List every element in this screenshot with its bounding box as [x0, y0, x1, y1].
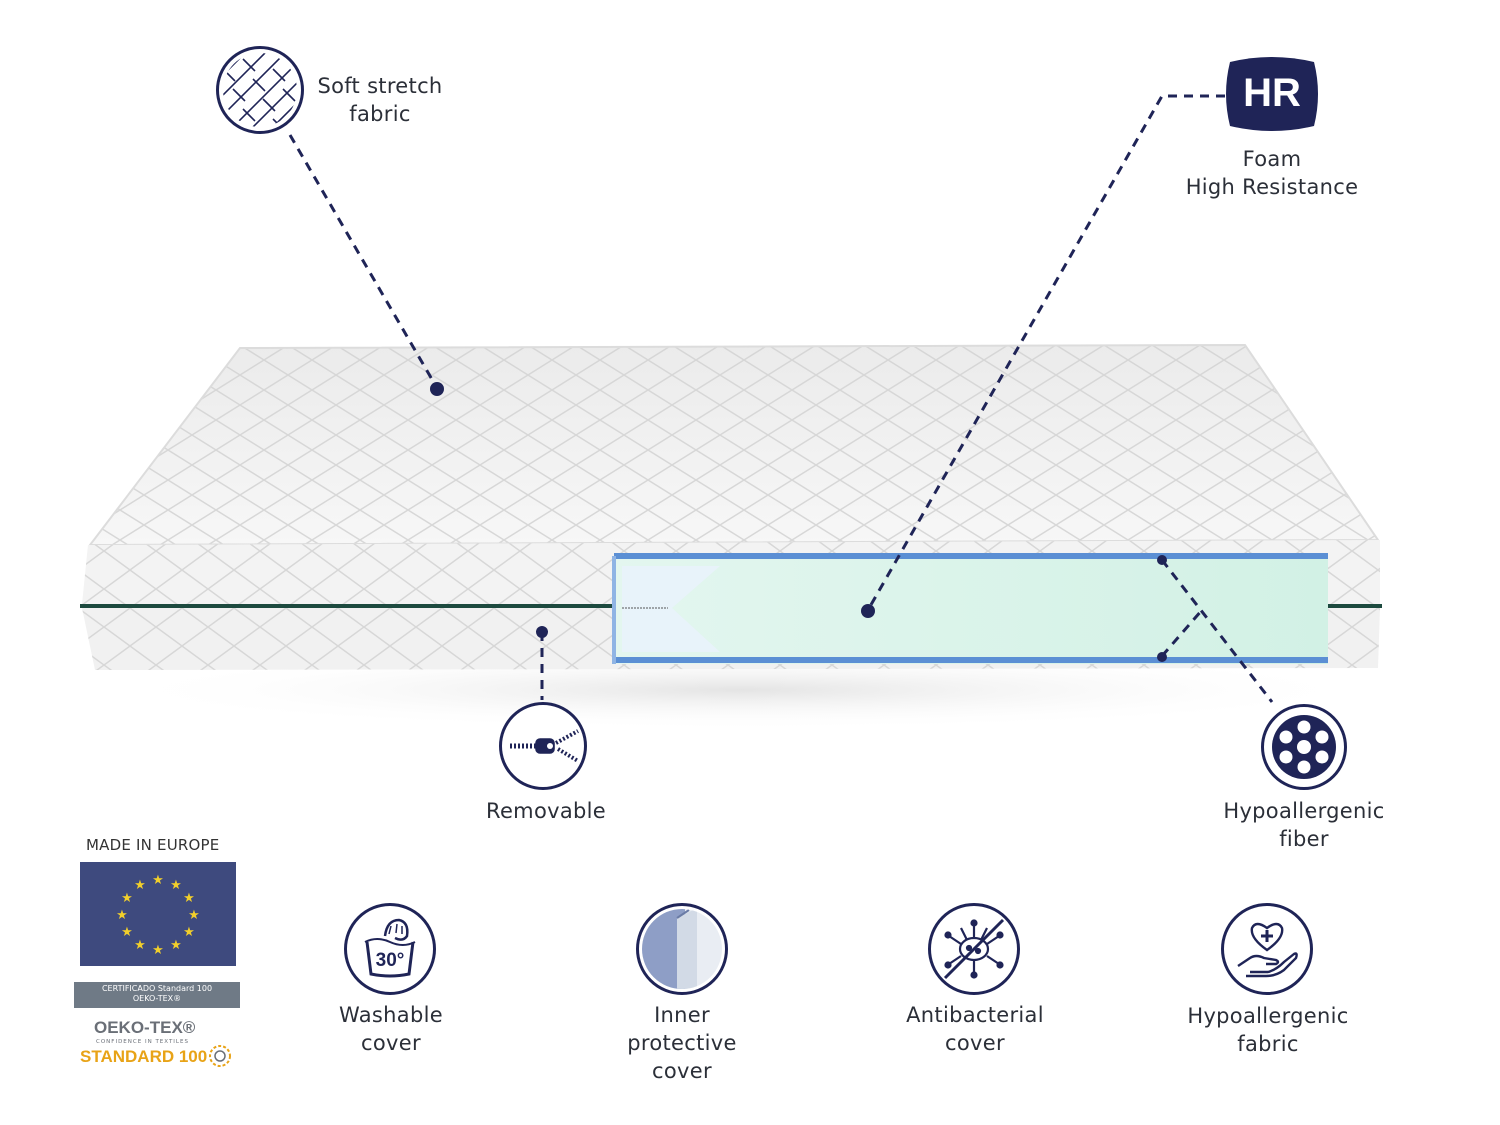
oeko-seal-icon	[208, 1044, 232, 1068]
hr-foam-line1: Foam	[1242, 147, 1302, 171]
svg-text:★: ★	[170, 938, 182, 953]
antibacterial-icon	[928, 903, 1020, 995]
hypo-fiber-line2: fiber	[1279, 827, 1329, 851]
cert-line1: CERTIFICADO Standard 100	[101, 984, 213, 993]
removable-label: Removable	[486, 799, 606, 823]
eu-flag-icon: ★★★ ★★★ ★★★ ★★★	[80, 862, 236, 966]
fiber-icon	[1261, 704, 1347, 790]
feature-antibacterial-line2: cover	[945, 1031, 1005, 1055]
svg-text:★: ★	[116, 908, 128, 923]
hypo-fiber-label: Hypoallergenic fiber	[1212, 797, 1396, 853]
feature-hypoallergenic-label: Hypoallergenic fabric	[1170, 1002, 1366, 1058]
hr-badge-text: HR	[1243, 71, 1301, 115]
svg-text:★: ★	[152, 943, 164, 958]
svg-text:★: ★	[134, 878, 146, 893]
feature-washable-label: Washable cover	[306, 1001, 476, 1057]
svg-text:★: ★	[183, 925, 195, 940]
soft-stretch-label: Soft stretch fabric	[300, 72, 460, 128]
made-in-europe-text: MADE IN EUROPE	[86, 836, 220, 854]
feature-hypoallergenic-line1: Hypoallergenic	[1187, 1004, 1349, 1028]
feature-inner-line2: protective	[627, 1031, 737, 1055]
svg-text:★: ★	[121, 925, 133, 940]
svg-text:★: ★	[188, 908, 200, 923]
hr-foam-label: Foam High Resistance	[1172, 145, 1372, 201]
soft-stretch-line1: Soft stretch	[317, 74, 443, 98]
svg-text:★: ★	[121, 891, 133, 906]
feature-washable-line2: cover	[361, 1031, 421, 1055]
wash-temp: 30°	[375, 950, 405, 971]
feature-inner-label: Inner protective cover	[597, 1001, 767, 1085]
svg-text:★: ★	[152, 873, 164, 888]
svg-text:★: ★	[170, 878, 182, 893]
feature-inner-line1: Inner	[654, 1003, 710, 1027]
feature-hypoallergenic-line2: fabric	[1237, 1032, 1299, 1056]
heart-hand-icon	[1221, 903, 1313, 995]
hypo-fiber-line1: Hypoallergenic	[1223, 799, 1385, 823]
feature-washable-line1: Washable	[339, 1003, 443, 1027]
certificate-ribbon: CERTIFICADO Standard 100 OEKO-TEX®	[74, 982, 240, 1008]
svg-text:★: ★	[183, 891, 195, 906]
soft-stretch-line2: fabric	[349, 102, 411, 126]
hr-foam-line2: High Resistance	[1185, 175, 1359, 199]
zipper-icon	[499, 702, 587, 790]
svg-text:★: ★	[134, 938, 146, 953]
fabric-weave-icon	[216, 46, 304, 134]
oeko-tex-brand: OEKO-TEX®	[94, 1018, 196, 1037]
feature-inner-line3: cover	[652, 1059, 712, 1083]
hr-badge-icon: HR	[1224, 56, 1320, 132]
wash-30-icon: 30°	[344, 903, 436, 995]
cert-line2: OEKO-TEX®	[132, 994, 182, 1003]
oeko-standard: STANDARD 100	[80, 1047, 208, 1066]
feature-antibacterial-line1: Antibacterial	[906, 1003, 1044, 1027]
inner-cover-icon	[636, 903, 728, 995]
feature-antibacterial-label: Antibacterial cover	[889, 1001, 1061, 1057]
oeko-tagline: CONFIDENCE IN TEXTILES	[96, 1039, 189, 1045]
